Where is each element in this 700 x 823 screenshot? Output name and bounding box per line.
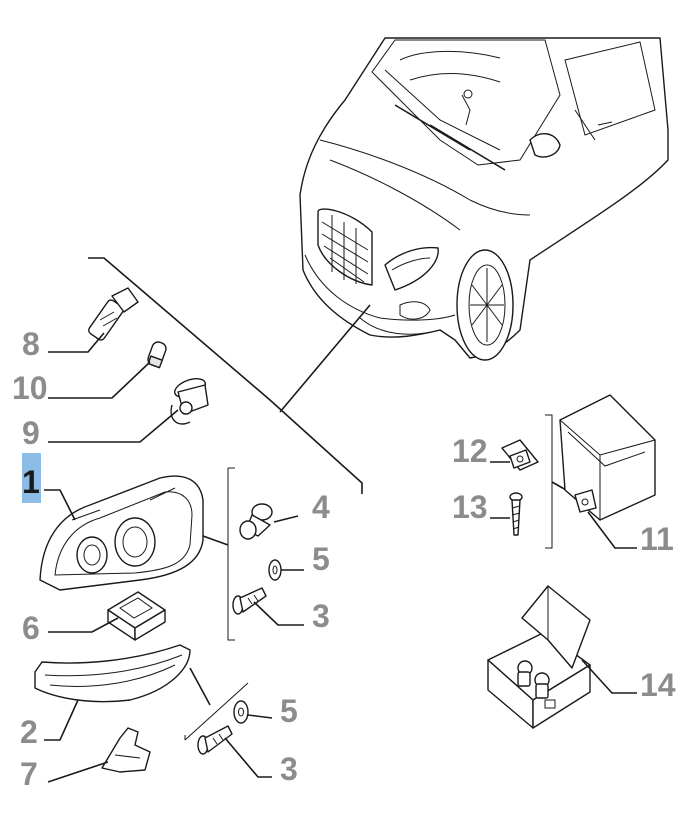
washer-5a — [268, 559, 282, 581]
bulb-10 — [147, 341, 167, 369]
car-illustration — [279, 37, 669, 413]
bulb-9 — [170, 378, 209, 425]
callout-2[interactable]: 2 — [20, 714, 38, 750]
clip-4 — [239, 503, 273, 540]
group-bracket-lines — [88, 257, 576, 741]
bulb-8 — [88, 287, 139, 341]
callout-5a[interactable]: 5 — [312, 541, 330, 577]
callout-13[interactable]: 13 — [452, 489, 488, 525]
screw-3a — [232, 587, 267, 615]
callout-11[interactable]: 11 — [640, 521, 674, 557]
callout-4[interactable]: 4 — [312, 489, 330, 525]
callout-8[interactable]: 8 — [22, 326, 40, 362]
callout-10[interactable]: 10 — [12, 370, 48, 406]
callout-5b[interactable]: 5 — [280, 693, 298, 729]
callout-3b[interactable]: 3 — [280, 751, 298, 787]
callout-14[interactable]: 14 — [640, 667, 676, 703]
ballast-unit-6 — [107, 591, 166, 641]
washer-5b — [233, 700, 249, 724]
bracket-7 — [101, 727, 151, 773]
trim-strip-2 — [34, 644, 191, 703]
control-module-11 — [559, 394, 656, 521]
callout-7[interactable]: 7 — [20, 756, 38, 792]
bulb-kit-box-14 — [487, 585, 591, 729]
callout-9[interactable]: 9 — [22, 415, 40, 451]
screw-3b — [197, 725, 233, 755]
callout-3a[interactable]: 3 — [312, 598, 330, 634]
headlamp-assembly-1 — [39, 475, 204, 591]
screw-13 — [509, 492, 523, 536]
callout-12[interactable]: 12 — [452, 433, 488, 469]
callout-1[interactable]: 1 — [22, 464, 40, 500]
callout-1-highlight — [22, 453, 41, 503]
leader-lines — [44, 332, 637, 783]
clip-nut-12 — [501, 439, 539, 471]
callout-6[interactable]: 6 — [22, 610, 40, 646]
